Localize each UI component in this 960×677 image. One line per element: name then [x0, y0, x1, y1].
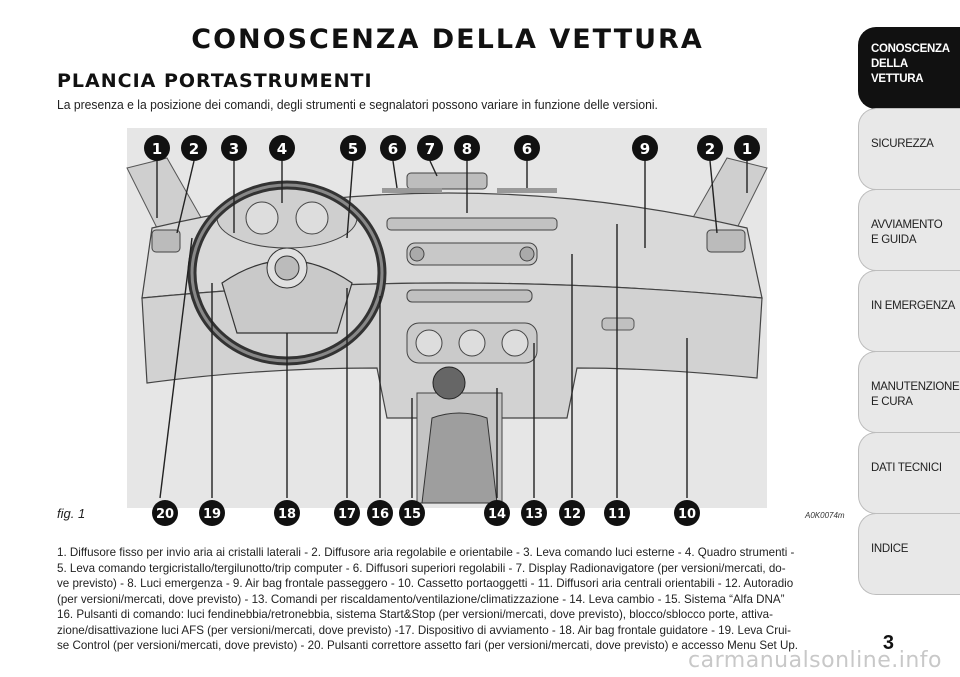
chapter-tabs: CONOSCENZA DELLA VETTURA SICUREZZA AVVIA… [858, 27, 960, 595]
page-title: CONOSCENZA DELLA VETTURA [191, 24, 704, 55]
dashboard-illustration: 1 2 3 4 5 6 7 8 6 9 2 1 [126, 128, 768, 526]
legend-line: ve previsto) - 8. Luci emergenza - 9. Ai… [57, 577, 794, 590]
callout-label: 17 [338, 507, 356, 522]
legend-line: zione/disattivazione luci AFS (per versi… [57, 623, 791, 637]
legend-line: (per versioni/mercati, dove previsto) - … [57, 592, 785, 606]
figure-code: A0K0074m [805, 511, 845, 520]
tab-indice[interactable]: INDICE [858, 513, 960, 595]
callout-label: 3 [229, 140, 239, 158]
callout-label: 8 [462, 140, 472, 158]
tab-manutenzione-e-cura[interactable]: MANUTENZIONE E CURA [858, 351, 960, 433]
callouts-bottom: 20 19 18 17 16 15 14 13 12 11 10 [152, 500, 700, 526]
page-number: 3 [882, 632, 894, 654]
callout-label: 13 [525, 507, 543, 522]
callout-label: 6 [522, 140, 532, 158]
tab-label: INDICE [871, 543, 909, 555]
callouts-top: 1 2 3 4 5 6 7 8 6 9 2 1 [144, 135, 760, 161]
intro-text: La presenza e la posizione dei comandi, … [57, 97, 658, 112]
callout-label: 18 [278, 507, 296, 522]
callout-label: 15 [403, 507, 421, 522]
callout-label: 4 [277, 140, 287, 158]
watermark: carmanualsonline.info [688, 648, 942, 673]
legend-line: 5. Leva comando tergicristallo/tergiluno… [57, 561, 786, 575]
dashboard-figure: 1 2 3 4 5 6 7 8 6 9 2 1 [57, 118, 847, 526]
callout-label: 9 [640, 140, 650, 158]
callout-label: 6 [388, 140, 398, 158]
tab-conoscenza-della-vettura[interactable]: CONOSCENZA DELLA VETTURA [858, 27, 960, 109]
callout-label: 2 [189, 140, 199, 158]
callout-label: 7 [425, 140, 435, 158]
figure-legend: 1. Diffusore fisso per invio aria ai cri… [57, 545, 847, 654]
callout-label: 19 [203, 507, 221, 522]
tab-label: SICUREZZA [871, 138, 934, 150]
figure-caption: fig. 1 [57, 506, 86, 521]
tab-in-emergenza[interactable]: IN EMERGENZA [858, 270, 960, 352]
callout-label: 1 [742, 140, 752, 158]
callout-label: 12 [563, 507, 581, 522]
callout-label: 2 [705, 140, 715, 158]
tab-label: MANUTENZIONE E CURA [871, 381, 960, 408]
legend-line: 16. Pulsanti di comando: luci fendinebbi… [57, 608, 773, 621]
callout-label: 10 [678, 507, 696, 522]
tab-sicurezza[interactable]: SICUREZZA [858, 108, 960, 190]
section-title: PLANCIA PORTASTRUMENTI [57, 70, 373, 92]
callout-label: 14 [488, 507, 506, 522]
legend-line: 1. Diffusore fisso per invio aria ai cri… [57, 546, 795, 559]
tab-label: DATI TECNICI [871, 462, 942, 474]
callout-label: 1 [152, 140, 162, 158]
tab-avviamento-e-guida[interactable]: AVVIAMENTO E GUIDA [858, 189, 960, 271]
callout-label: 11 [608, 507, 626, 522]
tab-label: AVVIAMENTO E GUIDA [871, 219, 943, 246]
callout-label: 5 [348, 140, 358, 158]
callout-label: 16 [371, 507, 389, 522]
tab-label: IN EMERGENZA [871, 300, 955, 312]
legend-line: se Control (per versioni/mercati, dove p… [57, 639, 799, 652]
tab-dati-tecnici[interactable]: DATI TECNICI [858, 432, 960, 514]
callout-label: 20 [156, 507, 174, 522]
tab-label: CONOSCENZA DELLA VETTURA [871, 43, 950, 85]
